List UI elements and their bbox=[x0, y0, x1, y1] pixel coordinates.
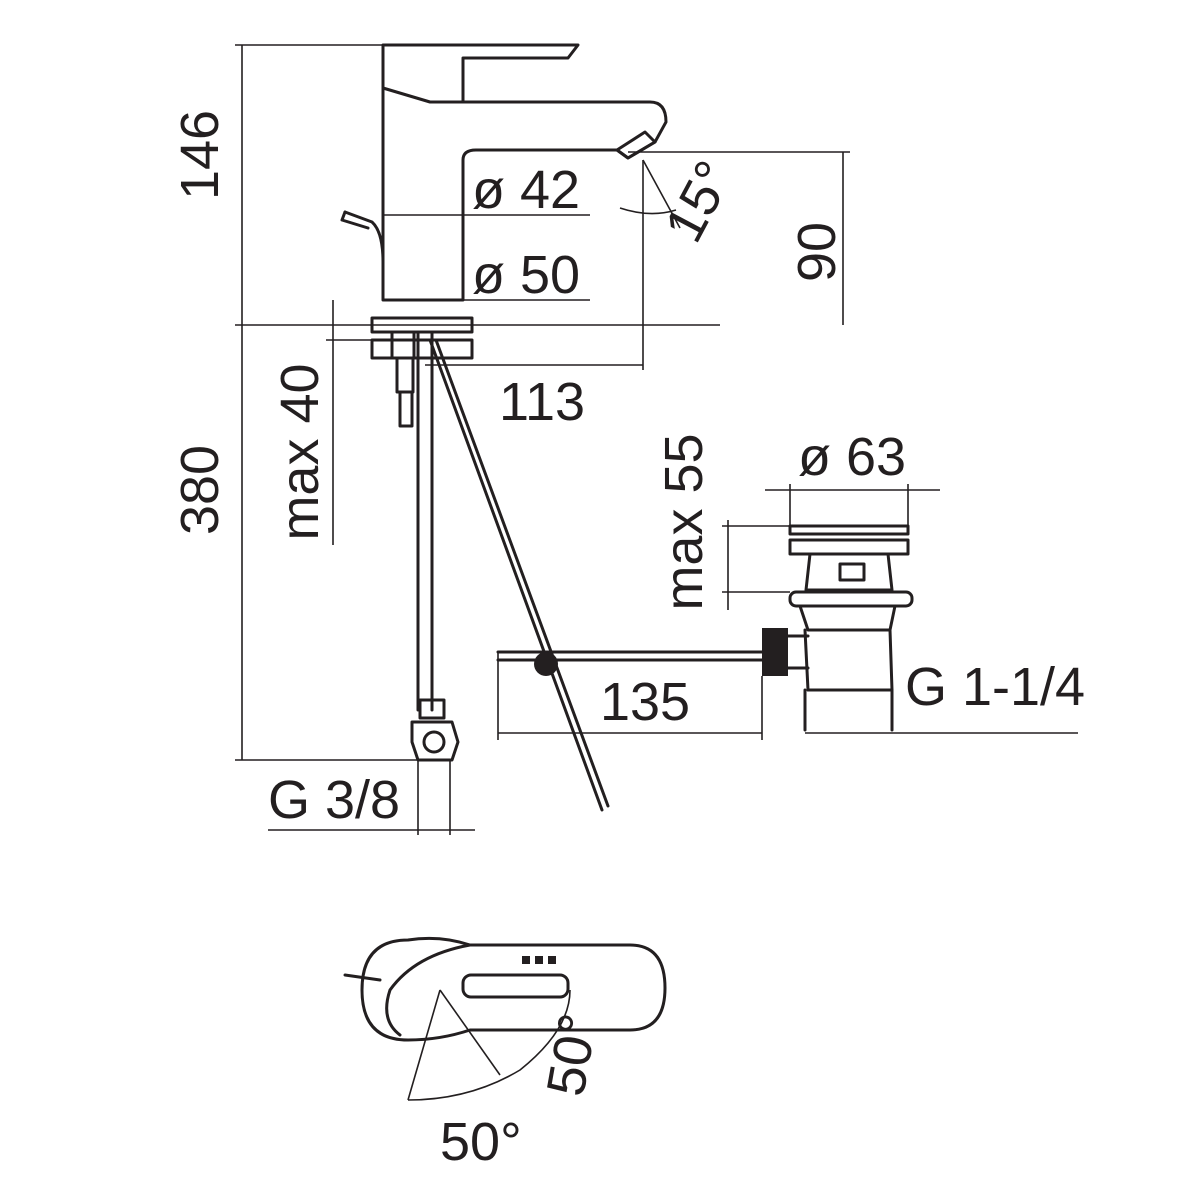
label-dia-42: ø 42 bbox=[472, 160, 580, 220]
lever-connector bbox=[762, 628, 788, 676]
waste-body bbox=[804, 552, 894, 592]
led-dot-3 bbox=[548, 956, 556, 964]
pop-up-rod bbox=[428, 338, 604, 812]
dimension-labels: 146 ø 42 ø 50 15° 90 113 max 40 380 max … bbox=[170, 110, 1085, 1172]
label-90: 90 bbox=[787, 222, 847, 282]
hose-nut bbox=[410, 720, 460, 762]
label-146: 146 bbox=[170, 110, 230, 200]
label-380: 380 bbox=[170, 445, 230, 535]
aerator bbox=[615, 130, 657, 160]
waste-flange bbox=[788, 524, 910, 536]
led-dot-1 bbox=[522, 956, 530, 964]
pop-up-rod-tip bbox=[340, 210, 370, 230]
hose-ferrule bbox=[418, 698, 446, 720]
top-slot bbox=[461, 973, 570, 999]
label-g-3-8: G 3/8 bbox=[268, 770, 400, 830]
top-lever bbox=[343, 973, 382, 982]
waste-lower-body bbox=[798, 604, 897, 632]
pop-up-rod-knob bbox=[343, 210, 385, 264]
label-dia-50: ø 50 bbox=[472, 245, 580, 305]
label-g-1-1-4: G 1-1/4 bbox=[905, 657, 1085, 717]
shank-nut bbox=[395, 356, 415, 394]
handle-cap bbox=[381, 43, 580, 104]
lever-joint bbox=[534, 652, 558, 676]
waste-nut bbox=[788, 590, 914, 608]
mounting-washer bbox=[370, 338, 474, 360]
label-max-40: max 40 bbox=[270, 363, 330, 540]
shank-stud bbox=[398, 390, 414, 428]
waste-top-ring bbox=[788, 538, 910, 556]
shank bbox=[390, 330, 416, 360]
label-angle-15: 15° bbox=[653, 151, 744, 251]
label-135: 135 bbox=[600, 672, 690, 732]
top-body bbox=[360, 936, 667, 1042]
waste-tail bbox=[803, 628, 894, 692]
dimension-lines bbox=[235, 44, 1078, 835]
label-angle-50-right: 50° bbox=[536, 1009, 609, 1100]
pop-up-waste bbox=[496, 524, 914, 732]
label-max-55: max 55 bbox=[654, 433, 714, 610]
waste-window bbox=[838, 562, 866, 582]
led-dot-2 bbox=[535, 956, 543, 964]
label-113: 113 bbox=[499, 372, 585, 432]
faucet-top-view bbox=[343, 936, 667, 1101]
label-angle-50-left: 50° bbox=[440, 1112, 522, 1172]
top-handle-curve bbox=[385, 943, 472, 1037]
label-dia-63: ø 63 bbox=[798, 427, 906, 487]
